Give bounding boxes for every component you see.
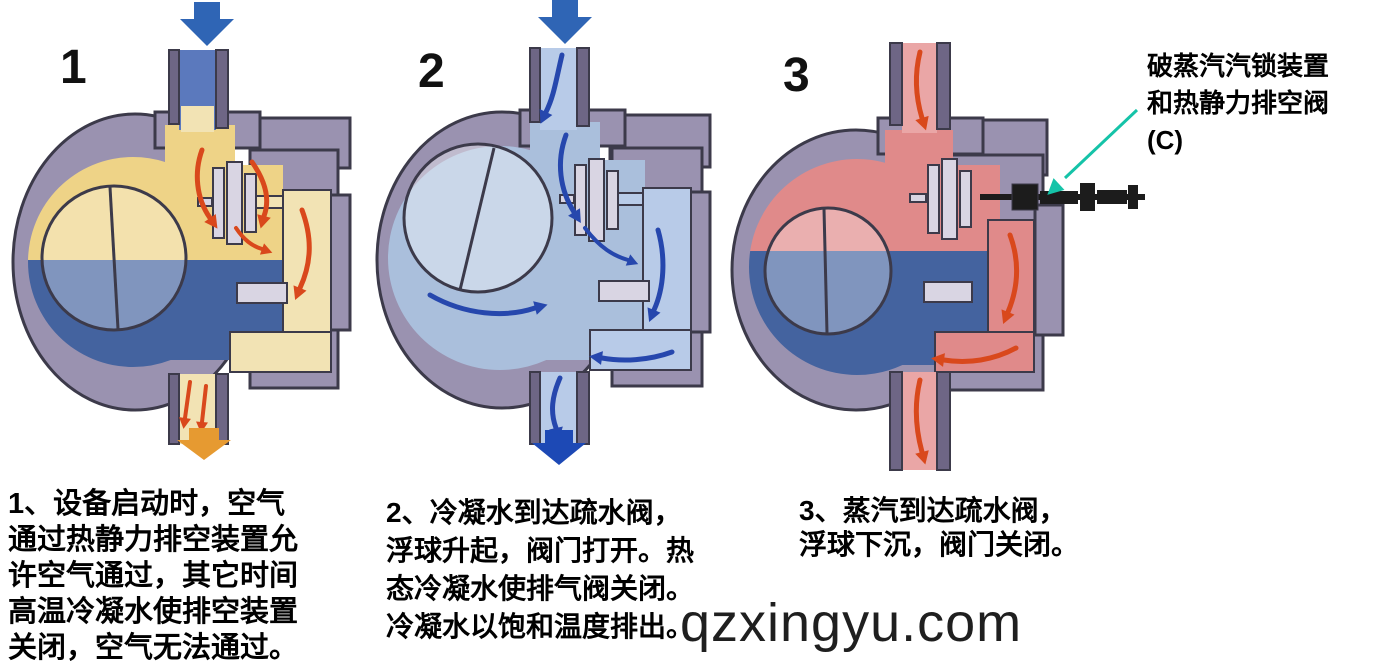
stage-number-2: 2 [418, 45, 445, 98]
air-vent-valve [909, 158, 972, 240]
caption-line: 态冷凝水使排气阀关闭。 [386, 573, 695, 604]
outlet-pipe [889, 371, 951, 471]
float-ball [402, 142, 554, 294]
annotation-line: (C) [1147, 125, 1184, 155]
outlet-arrow-icon [177, 428, 231, 460]
caption-line: 冷凝水以饱和温度排出。 [386, 611, 695, 642]
annotation-arrow-icon [1047, 108, 1139, 195]
stage-number-1: 1 [60, 41, 87, 94]
outlet-channel [589, 187, 692, 371]
caption-line: 浮球下沉，阀门关闭。 [799, 529, 1080, 560]
float-ball [763, 206, 893, 336]
caption-line: 许空气通过，其它时间 [8, 560, 299, 592]
flow-arrows-red [179, 147, 312, 433]
stage-caption-1: 1、设备启动时，空气 通过热静力排空装置允 许空气通过，其它时间 高温冷凝水使排… [8, 486, 298, 666]
air-vent-valve [197, 161, 291, 245]
caption-line: 2、冷凝水到达疏水阀， [386, 497, 682, 528]
steam-lock-release-probe [980, 183, 1145, 211]
caption-line: 浮球升起，阀门打开。热 [386, 535, 695, 566]
stage-number-3: 3 [783, 49, 810, 102]
steam-trap-stage-2 [375, 0, 712, 465]
caption-line: 3、蒸汽到达疏水阀， [799, 495, 1067, 526]
caption-line: 高温冷凝水使排空装置 [8, 596, 299, 628]
steam-trap-stage-1 [11, 2, 352, 460]
float-ball [40, 184, 188, 332]
inlet-arrow-icon [180, 2, 234, 46]
stage-caption-2: 2、冷凝水到达疏水阀， 浮球升起，阀门打开。热 态冷凝水使排气阀关闭。 冷凝水以… [386, 494, 694, 646]
inlet-pipe [168, 49, 229, 132]
caption-line: 关闭，空气无法通过。 [8, 632, 299, 664]
outlet-arrow-icon [532, 430, 586, 465]
stage-caption-3: 3、蒸汽到达疏水阀， 浮球下沉，阀门关闭。 [799, 494, 1079, 562]
caption-line: 通过热静力排空装置允 [8, 524, 299, 556]
annotation-line: 破蒸汽汽锁装置 [1147, 51, 1330, 81]
annotation-line: 和热静力排空阀 [1147, 88, 1330, 118]
annotation-label: 破蒸汽汽锁装置 和热静力排空阀 (C) [1147, 48, 1329, 159]
flow-arrows-red [913, 49, 1020, 465]
caption-line: 1、设备启动时，空气 [8, 488, 286, 520]
watermark-text: qzxingyu.com [680, 593, 1023, 653]
steam-trap-stage-3 [730, 42, 1145, 471]
inlet-arrow-icon [538, 0, 592, 44]
